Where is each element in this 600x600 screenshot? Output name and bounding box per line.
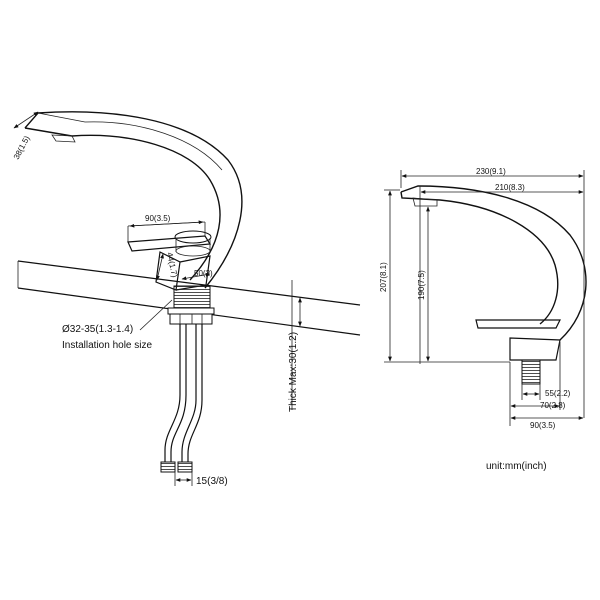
dim-base-total: 90(3.5)	[510, 416, 584, 430]
hole-callout: Ø32-35(1.3-1.4) Installation hole size	[62, 299, 173, 351]
dim-spout-height-label: 190(7.5)	[417, 270, 426, 300]
right-faucet-body	[400, 185, 587, 385]
unit-note: unit:mm(inch)	[486, 461, 547, 472]
dim-handle-length: 90(3.5)	[127, 214, 206, 242]
dim-base-width-label: 50(2)	[194, 269, 213, 278]
hole-label: Installation hole size	[62, 340, 152, 351]
dim-overall-length-label: 230(9.1)	[476, 167, 506, 176]
dim-spout-width-label: 38(1.5)	[12, 134, 32, 161]
dim-thickness: Thick Max:30(1.2)	[288, 280, 302, 412]
dim-thread-dia-label: 55(2.2)	[545, 389, 571, 398]
dim-spout-height: 190(7.5)	[417, 206, 430, 362]
dim-overall-height-label: 207(8.1)	[379, 262, 388, 292]
supply-hoses	[160, 324, 203, 473]
dim-thread-dia: 55(2.2)	[521, 384, 571, 400]
dim-hose-spacing-label: 15(3/8)	[196, 476, 228, 487]
left-faucet-body	[24, 111, 243, 325]
dim-spout-reach-label: 210(8.3)	[495, 183, 525, 192]
hole-size-label: Ø32-35(1.3-1.4)	[62, 324, 133, 335]
dim-base-length: 70(2.8)	[509, 342, 566, 426]
dim-handle-length-label: 90(3.5)	[145, 214, 171, 223]
right-faucet-view: 230(9.1) 210(8.3) 207(8.1) 190(7.5) 55(2…	[379, 167, 587, 430]
dim-hose-spacing: 15(3/8)	[174, 472, 228, 487]
dim-spout-reach: 210(8.3)	[419, 183, 584, 364]
dim-base-width: 50(2)	[181, 269, 213, 281]
left-faucet-view: 38(1.5) 90(3.5) 44(1.7) 50(2) Ø32-35(1.3…	[12, 111, 361, 487]
dim-spout-width: 38(1.5)	[12, 111, 39, 161]
dim-base-total-label: 90(3.5)	[530, 421, 556, 430]
dim-overall-length: 230(9.1)	[400, 167, 585, 418]
dim-base-height-label: 44(1.7)	[165, 252, 179, 279]
dim-overall-height: 207(8.1)	[379, 189, 510, 363]
dim-base-height: 44(1.7)	[156, 252, 179, 281]
dim-thickness-label: Thick Max:30(1.2)	[288, 332, 299, 412]
dim-base-length-label: 70(2.8)	[540, 401, 566, 410]
